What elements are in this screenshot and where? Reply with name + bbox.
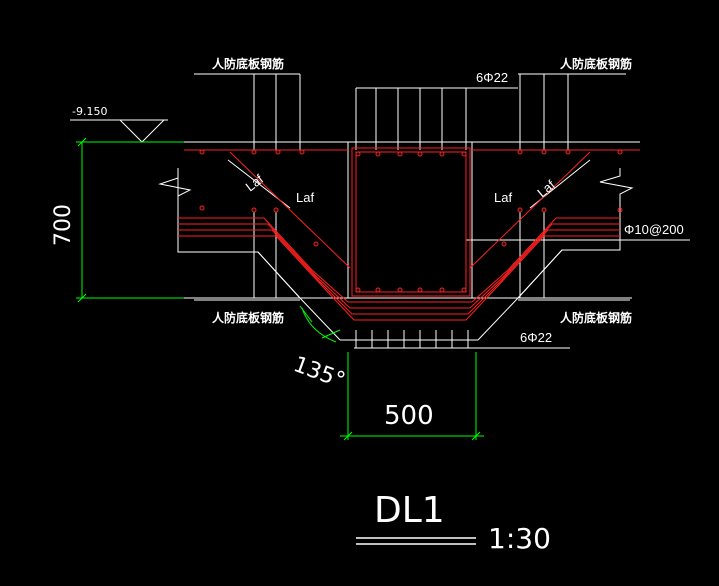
depth-dimension: 700: [51, 204, 76, 246]
slab-rebar-label-top-right: 人防底板钢筋: [560, 56, 632, 71]
concrete-outline: [82, 141, 640, 349]
drawing-scale: 1:30: [488, 522, 551, 555]
elevation-label: -9.150: [72, 105, 107, 118]
laf-label-3: Laf: [494, 190, 512, 205]
rebar-dots: [199, 149, 623, 293]
leader-lines: [70, 73, 690, 301]
reinforcement: [178, 147, 640, 321]
title-underline: [356, 537, 476, 545]
slab-rebar-label-top-left: 人防底板钢筋: [212, 56, 284, 71]
laf-label-2: Laf: [296, 190, 314, 205]
stirrup-label: Φ10@200: [624, 222, 684, 237]
hook-angle-label: 135°: [290, 352, 348, 394]
section-title: DL1: [374, 490, 445, 531]
slab-rebar-label-bottom-right: 人防底板钢筋: [560, 310, 632, 325]
laf-label-4: Laf: [534, 177, 558, 200]
bottom-bars-label: 6Φ22: [520, 330, 552, 345]
slab-rebar-label-bottom-left: 人防底板钢筋: [212, 310, 284, 325]
dimension-lines: [76, 137, 484, 441]
top-bars-label: 6Φ22: [476, 70, 508, 85]
width-dimension: 500: [384, 401, 434, 431]
